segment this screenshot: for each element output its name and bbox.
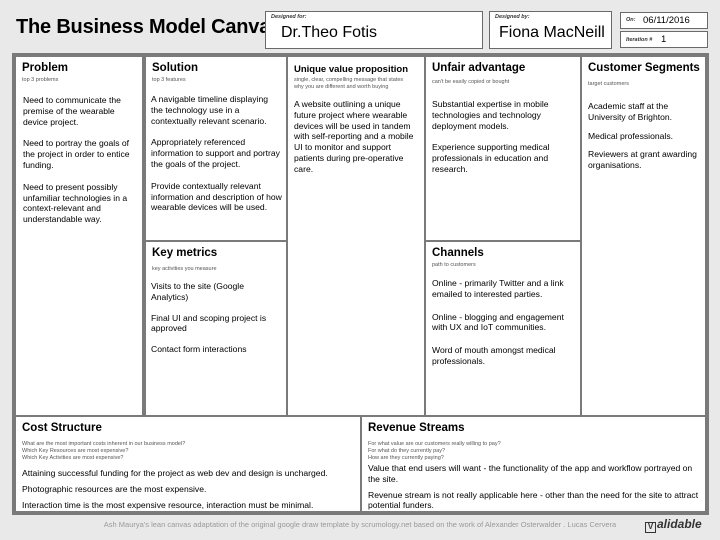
solution-item: Provide contextually relevant informatio…: [151, 180, 282, 213]
channels-subtitle: path to customers: [432, 262, 476, 268]
uvp-title: Unique value proposition: [294, 64, 409, 75]
unfair-advantage-title: Unfair advantage: [432, 62, 526, 74]
customer-segments-section[interactable]: Customer Segments target customers Acade…: [580, 55, 707, 417]
iteration-label: Iteration #: [626, 37, 653, 43]
customer-segments-item: Medical professionals.: [588, 130, 674, 141]
solution-title: Solution: [152, 62, 198, 74]
unfair-advantage-section[interactable]: Unfair advantage can't be easily copied …: [424, 55, 582, 242]
revenue-streams-item: Revenue stream is not really applicable …: [368, 489, 699, 511]
problem-item: Need to portray the goals of the project…: [23, 138, 130, 170]
date-box[interactable]: On: 06/11/2016: [620, 12, 708, 29]
problem-subtitle: top 3 problems: [22, 77, 59, 83]
customer-segments-body: Academic staff at the University of Brig…: [588, 101, 704, 182]
unfair-advantage-subtitle: can't be easily copied or bought: [432, 79, 510, 85]
customer-segments-item: Academic staff at the University of Brig…: [588, 101, 673, 122]
iteration-box[interactable]: Iteration # 1: [620, 31, 708, 48]
revenue-streams-subtitle-3: How are they currently paying?: [368, 455, 444, 461]
key-metrics-body: Visits to the site (Google Analytics) Fi…: [151, 281, 283, 366]
unfair-advantage-item: Substantial expertise in mobile technolo…: [432, 99, 549, 131]
logo-text: alidable: [657, 517, 702, 531]
designed-for-label: Designed for:: [271, 14, 307, 20]
date-value: 06/11/2016: [643, 15, 690, 26]
customer-segments-item: Reviewers at grant awarding organisation…: [588, 149, 697, 171]
iteration-value: 1: [661, 34, 667, 45]
cost-structure-subtitle-3: Which Key Activities are most expensive?: [22, 455, 124, 461]
channels-body: Online - primarily Twitter and a link em…: [432, 278, 580, 378]
solution-body: A navigable timeline displaying the tech…: [151, 94, 283, 224]
uvp-item: A website outlining a unique future proj…: [294, 99, 414, 174]
revenue-streams-item: Value that end users will want - the fun…: [368, 463, 693, 484]
revenue-streams-subtitle-1: For what value are our customers really …: [368, 441, 501, 447]
problem-item: Need to present possibly unfamiliar tech…: [23, 181, 128, 225]
cost-structure-item: Attaining successful funding for the pro…: [22, 468, 328, 478]
check-icon: V: [645, 522, 656, 533]
designed-by-label: Designed by:: [495, 14, 530, 20]
unfair-advantage-item: Experience supporting medical profession…: [432, 142, 550, 174]
problem-section[interactable]: Problem top 3 problems Need to communica…: [14, 55, 144, 417]
uvp-section[interactable]: Unique value proposition single, clear, …: [286, 55, 426, 417]
footer-credit: Ash Maurya's lean canvas adaptation of t…: [103, 520, 617, 529]
key-metrics-item: Contact form interactions: [151, 344, 247, 355]
key-metrics-item: Final UI and scoping project is approved: [151, 312, 267, 334]
channels-item: Online - blogging and engagement with UX…: [432, 311, 564, 333]
key-metrics-title: Key metrics: [152, 247, 218, 259]
date-label: On:: [626, 17, 636, 23]
solution-item: Appropriately referenced information to …: [151, 137, 280, 169]
solution-section[interactable]: Solution top 3 features A navigable time…: [144, 55, 288, 242]
uvp-subtitle-2: why you are different and worth buying: [294, 84, 389, 90]
channels-item: Online - primarily Twitter and a link em…: [432, 278, 564, 299]
solution-item: A navigable timeline displaying the tech…: [151, 94, 269, 126]
customer-segments-title: Customer Segments: [588, 62, 700, 74]
cost-structure-item: Photographic resources are the most expe…: [22, 483, 207, 494]
channels-item: Word of mouth amongst medical profession…: [432, 345, 556, 366]
designed-for-box[interactable]: Designed for: Dr.Theo Fotis: [265, 11, 483, 49]
uvp-body: A website outlining a unique future proj…: [294, 99, 422, 186]
revenue-streams-body: Value that end users will want - the fun…: [368, 463, 706, 511]
page-title: The Business Model Canvas: [16, 16, 282, 38]
designed-by-box[interactable]: Designed by: Fiona MacNeill: [489, 11, 612, 49]
problem-item: Need to communicate the premise of the w…: [23, 95, 121, 127]
canvas-grid: Problem top 3 problems Need to communica…: [12, 53, 709, 515]
key-metrics-item: Visits to the site (Google Analytics): [151, 281, 244, 302]
cost-structure-subtitle-1: What are the most important costs inhere…: [22, 441, 186, 447]
problem-title: Problem: [22, 62, 69, 74]
problem-body: Need to communicate the premise of the w…: [23, 95, 135, 236]
revenue-streams-section[interactable]: Revenue Streams For what value are our c…: [360, 415, 707, 513]
solution-subtitle: top 3 features: [152, 77, 186, 83]
customer-segments-subtitle: target customers: [588, 81, 629, 87]
revenue-streams-title: Revenue Streams: [368, 422, 465, 434]
key-metrics-section[interactable]: Key metrics key activities you measure V…: [144, 240, 288, 417]
revenue-streams-subtitle-2: For what do they currently pay?: [368, 448, 446, 454]
channels-section[interactable]: Channels path to customers Online - prim…: [424, 240, 582, 417]
cost-structure-title: Cost Structure: [22, 422, 102, 434]
uvp-subtitle-1: single, clear, compelling message that s…: [294, 77, 404, 83]
cost-structure-item: Interaction time is the most expensive r…: [22, 499, 314, 510]
designed-by-value: Fiona MacNeill: [499, 24, 605, 41]
cost-structure-section[interactable]: Cost Structure What are the most importa…: [14, 415, 362, 513]
cost-structure-body: Attaining successful funding for the pro…: [22, 468, 360, 510]
designed-for-value: Dr.Theo Fotis: [281, 24, 378, 41]
cost-structure-subtitle-2: Which Key Resources are most expensive?: [22, 448, 129, 454]
channels-title: Channels: [432, 247, 484, 259]
unfair-advantage-body: Substantial expertise in mobile technolo…: [432, 99, 577, 186]
key-metrics-subtitle: key activities you measure: [152, 266, 217, 272]
